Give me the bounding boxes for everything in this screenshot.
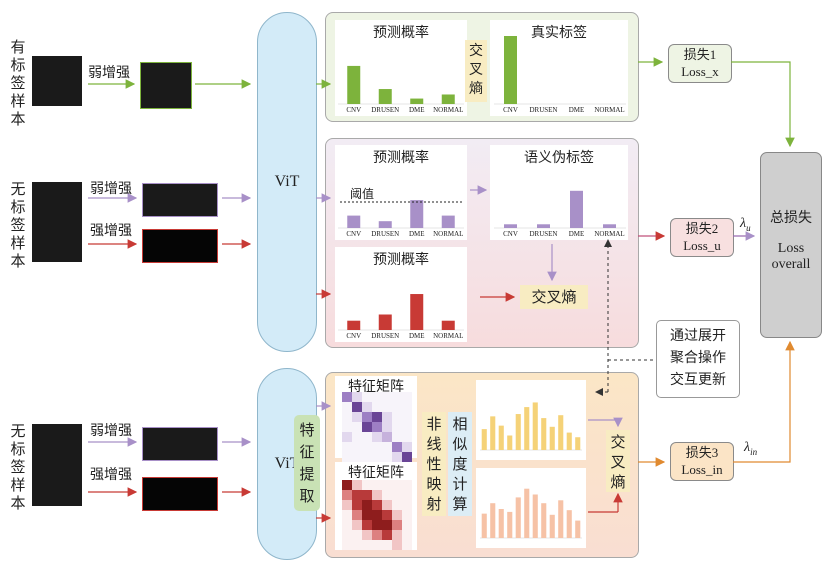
weak-aug-label-3: 弱增强 bbox=[90, 423, 132, 439]
interaction-note: 通过展开聚合操作交互更新 bbox=[656, 320, 740, 398]
similarity-hist-card-2 bbox=[476, 468, 586, 548]
pred-card-3: 预测概率 bbox=[335, 247, 467, 342]
pseudo-label-card: 语义伪标签 bbox=[490, 145, 628, 240]
oct-image-labeled-weak bbox=[140, 62, 192, 109]
oct-image-unlabeled-2-weak bbox=[142, 427, 218, 461]
labeled-sample-label: 有标签样本 bbox=[10, 38, 26, 128]
cross-entropy-3: 交叉熵 bbox=[606, 430, 630, 492]
unlabeled-sample-label-2: 无标签样本 bbox=[10, 422, 26, 512]
nonlinear-mapping-box: 非线性映射 bbox=[422, 412, 446, 516]
similarity-hist-card-1 bbox=[476, 380, 586, 460]
pred-card-1: 预测概率 bbox=[335, 20, 467, 116]
feature-matrix-card-2: 特征矩阵 bbox=[335, 462, 417, 550]
oct-image-unlabeled-1-weak bbox=[142, 183, 218, 217]
arrow-loss-x-to-total bbox=[731, 61, 795, 148]
oct-image-unlabeled-2-strong bbox=[142, 477, 218, 511]
feature-extract-box: 特征提取 bbox=[294, 415, 320, 511]
total-loss-box: 总损失 Loss overall bbox=[760, 152, 822, 338]
oct-image-unlabeled-2 bbox=[32, 424, 82, 506]
oct-image-unlabeled-1-strong bbox=[142, 229, 218, 263]
lambda-u-label: λu bbox=[740, 216, 751, 233]
feature-matrix-card-1: 特征矩阵 bbox=[335, 376, 417, 458]
pred-card-2: 预测概率 bbox=[335, 145, 467, 240]
oct-image-labeled bbox=[32, 56, 82, 106]
weak-aug-label-2: 弱增强 bbox=[90, 181, 132, 197]
vit-encoder-top: ViT bbox=[257, 12, 317, 352]
strong-aug-label-3: 强增强 bbox=[90, 467, 132, 483]
truth-card: 真实标签 bbox=[490, 20, 628, 116]
cross-entropy-2: 交叉熵 bbox=[520, 285, 588, 309]
unlabeled-sample-label-1: 无标签样本 bbox=[10, 180, 26, 270]
lambda-in-label: λin bbox=[744, 440, 758, 457]
similarity-box: 相似度计算 bbox=[448, 412, 472, 516]
weak-aug-label-1: 弱增强 bbox=[88, 65, 130, 81]
strong-aug-label-2: 强增强 bbox=[90, 223, 132, 239]
oct-image-unlabeled-1 bbox=[32, 182, 82, 262]
cross-entropy-1: 交叉熵 bbox=[465, 40, 487, 102]
arrow-loss-in-to-total bbox=[733, 340, 795, 463]
